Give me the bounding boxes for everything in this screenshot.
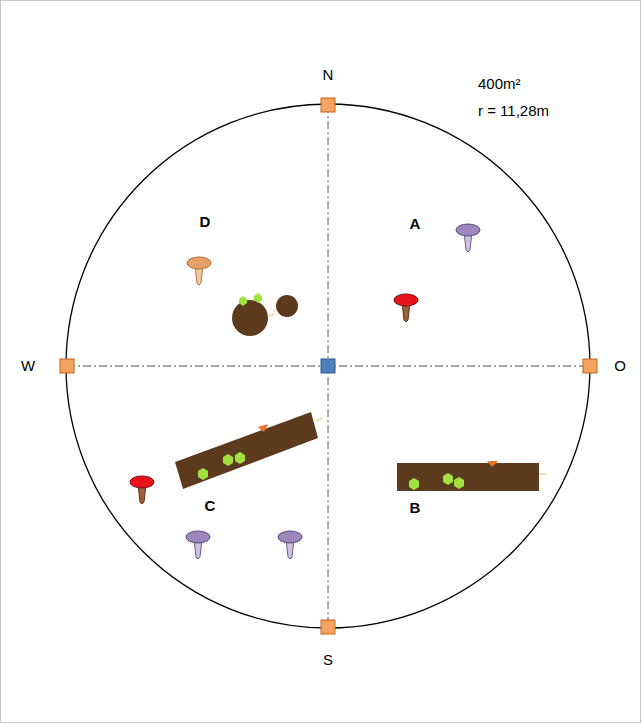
- compass-label: N: [323, 66, 334, 84]
- mushroom-cap: [456, 224, 480, 236]
- moss: [254, 293, 262, 303]
- marker-south: [321, 620, 335, 634]
- compass-label: S: [323, 651, 333, 669]
- area-note: 400m²: [478, 75, 521, 93]
- mushroom: [456, 224, 480, 252]
- stump-tip: [268, 314, 275, 316]
- mushroom: [394, 294, 418, 322]
- marker-center: [321, 359, 335, 373]
- quadrant-label: D: [200, 213, 211, 231]
- marker-north: [321, 98, 335, 112]
- corner-markers: [60, 98, 597, 634]
- mushroom-cap: [130, 476, 154, 488]
- moss: [239, 296, 247, 306]
- log-tip: [316, 418, 322, 421]
- log: [175, 412, 318, 489]
- compass-label: O: [614, 357, 626, 375]
- marker-west: [60, 359, 74, 373]
- log: [397, 463, 539, 491]
- marker-east: [583, 359, 597, 373]
- moss: [223, 454, 233, 466]
- moss: [409, 478, 419, 490]
- marker-triangle: [258, 424, 268, 432]
- stump: [232, 300, 268, 336]
- marker-triangle: [487, 461, 498, 467]
- compass-label: W: [21, 357, 35, 375]
- mushroom-cap: [186, 531, 210, 543]
- mushroom: [278, 531, 302, 559]
- log-tip: [539, 473, 546, 475]
- moss: [454, 477, 464, 489]
- mushroom: [186, 531, 210, 559]
- quadrant-label: C: [205, 497, 216, 515]
- mushroom: [130, 476, 154, 504]
- mushroom-cap: [394, 294, 418, 306]
- plot-circle: [66, 104, 590, 628]
- moss: [235, 452, 245, 464]
- quadrant-label: A: [410, 215, 421, 233]
- moss: [198, 468, 208, 480]
- stumps-d: [232, 293, 298, 336]
- log-c: [175, 412, 322, 489]
- radius-note: r = 11,28m: [478, 102, 549, 120]
- quadrant-label: B: [410, 499, 421, 517]
- mushroom: [187, 257, 211, 285]
- log-b: [397, 461, 546, 491]
- mushrooms: [130, 224, 480, 559]
- stump: [276, 295, 298, 317]
- mushroom-cap: [187, 257, 211, 269]
- mushroom-cap: [278, 531, 302, 543]
- moss: [443, 473, 453, 485]
